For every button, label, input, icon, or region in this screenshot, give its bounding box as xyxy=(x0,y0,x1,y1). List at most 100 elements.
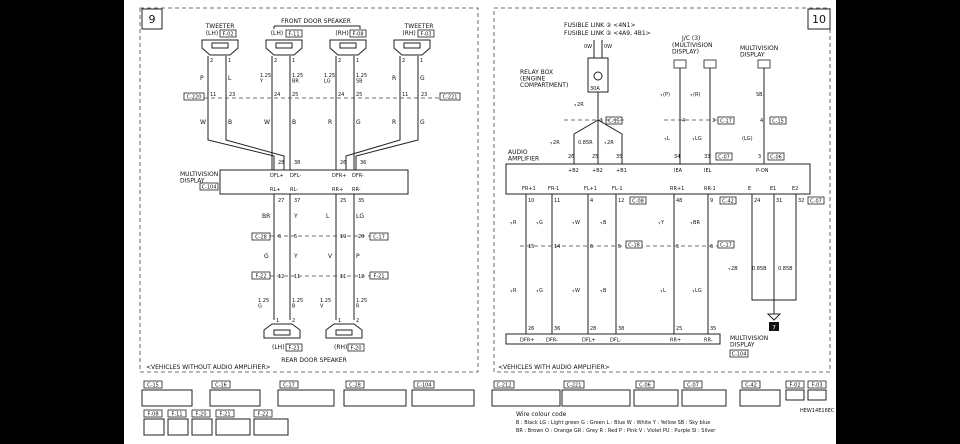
rear-color2-p: P xyxy=(356,253,360,260)
mvd-pin-26: 26 xyxy=(340,160,346,166)
rear-pin-37: 37 xyxy=(294,198,300,204)
fl-wire-2: 0W xyxy=(604,44,612,50)
wire-mid-1: B xyxy=(228,119,232,126)
wire-p: P xyxy=(200,75,204,82)
col2-wire-3: ⫟B xyxy=(600,288,607,294)
junction-c221: C-221 xyxy=(443,95,458,101)
jpin-5: 25 xyxy=(356,92,362,98)
jpin-0: 11 xyxy=(210,92,216,98)
rjb-pin-3: 12 xyxy=(358,274,364,280)
rear-color-y: Y xyxy=(293,213,298,220)
col1-wire-3: ⫟B xyxy=(600,220,607,226)
rds-pin-3: 2 xyxy=(356,318,359,324)
c18-conn: C-18 xyxy=(628,243,640,249)
rear-color2-g: G xyxy=(264,253,269,260)
legend-c07: C-07 xyxy=(687,383,699,389)
left-footer: <VEHICLES WITHOUT AUDIO AMPLIFIER> xyxy=(146,364,271,371)
mvd-pin-28: 28 xyxy=(278,160,284,166)
jrow-pin-5: 5 xyxy=(618,244,621,250)
col2-wire-2: ⫟W xyxy=(572,288,580,294)
c15-conn: C-15 xyxy=(608,119,620,125)
rear-junction-c28: C-28 xyxy=(255,235,267,241)
mvd-conn-c104: C-104 xyxy=(202,185,217,191)
rear-junction-c17: C-17 xyxy=(373,235,385,241)
mvd2-term-dfr-minus: DFR- xyxy=(546,338,558,344)
rds-pin-0: 1 xyxy=(276,318,279,324)
amp-term-fr-minus: FR-1 xyxy=(548,186,559,192)
mvd-term-rl-minus: RL- xyxy=(290,187,298,193)
jc-wire-l: ⫟L xyxy=(664,136,670,142)
mvd-bottom-box xyxy=(505,333,721,345)
wire-colour-line2: BR : Brown O : Orange GR : Grey R : Red … xyxy=(516,428,716,434)
amp-pin-33: 33 xyxy=(704,154,710,160)
amp-pin-4: 4 xyxy=(590,198,593,204)
mvd2-term-dfl-minus: DFL- xyxy=(610,338,621,344)
amp-pin-31: 31 xyxy=(776,198,782,204)
rja-pin-0: 6 xyxy=(278,234,281,240)
speaker-symbol-tweeter-lh xyxy=(201,39,239,56)
wire-l: L xyxy=(228,75,232,82)
pin-fds-rh-1: 1 xyxy=(356,58,359,64)
col2-wire-1: ⫟G xyxy=(536,288,543,294)
col2-wire-5: ⫟LG xyxy=(692,288,702,294)
legend-c06: C-06 xyxy=(639,383,651,389)
mvd2-pin-28: 28 xyxy=(590,326,596,332)
jpin-6: 11 xyxy=(402,92,408,98)
relay-amp: 30A xyxy=(590,86,600,92)
tweeter-rh-sub: (RH) xyxy=(402,30,415,37)
c07b-conn: C-07 xyxy=(810,199,822,205)
jrow-pin-15: 15 xyxy=(528,244,534,250)
panel-number-9: 9 xyxy=(149,13,156,26)
c17-conn: C-17 xyxy=(720,119,732,125)
rjb-pin-2: 11 xyxy=(340,274,346,280)
col1-wire-4: ⫟Y xyxy=(658,220,665,226)
amp-term-iel: IEL xyxy=(704,168,712,174)
rds-rh-conn: F-20 xyxy=(350,346,361,352)
speaker-symbol-rds-lh xyxy=(263,323,301,339)
fds-lh-label: (LH) xyxy=(271,30,284,37)
amp-term-fl-plus: FL+1 xyxy=(584,186,597,192)
mvd2-pin-26: 26 xyxy=(528,326,534,332)
mvd2-term-dfl-plus: DFL+ xyxy=(582,338,596,344)
col1-wire-2: ⫟W xyxy=(572,220,580,226)
speaker-symbol-tweeter-rh xyxy=(393,39,431,56)
rds-pin-2: 1 xyxy=(338,318,341,324)
mvd-pin-4: 4 xyxy=(760,118,763,124)
col1-wire-5: ⫟BR xyxy=(690,220,700,226)
legend-c17: C-17 xyxy=(283,383,295,389)
mvd-pin-36: 36 xyxy=(360,160,366,166)
mvd2-term-rr-minus: RR- xyxy=(704,338,713,344)
mvd-wire-lg: (LG) xyxy=(742,136,753,142)
mvd-bottom-conn: C-104 xyxy=(732,352,747,358)
mvd2-term-dfr-plus: DFR+ xyxy=(520,338,534,344)
pin-tw-rh-2: 2 xyxy=(402,58,405,64)
jc-pin-3: 3 xyxy=(712,118,715,124)
amp-wire-f2r-2: ⫟2R xyxy=(604,140,614,146)
mvd-term-dfl-plus: DFL+ xyxy=(270,173,284,179)
mvd2-pin-35: 35 xyxy=(710,326,716,332)
c07-conn: C-07 xyxy=(718,155,730,161)
amp-wire-f2r: ⫟2R xyxy=(550,140,560,146)
c42-conn: C-42 xyxy=(722,199,734,205)
wiring-diagram: 9 TWEETER (LH) F-02 FRONT DOOR SPEAKER (… xyxy=(139,7,835,436)
legend-c221: C-221 xyxy=(567,383,582,389)
col2-wire-4: ⫟L xyxy=(660,288,666,294)
legend-f03: F-03 xyxy=(811,383,822,389)
wire-mid-3: B xyxy=(292,119,296,126)
amp-term-pon: P-ON xyxy=(756,168,769,174)
audio-amplifier-box xyxy=(505,163,811,195)
legend-f08: F-08 xyxy=(147,412,158,418)
pin-fds-lh-2: 2 xyxy=(274,58,277,64)
jpin-7: 23 xyxy=(421,92,427,98)
tweeter-rh-label: TWEETER xyxy=(404,23,434,30)
rear-color-br: BR xyxy=(262,213,270,220)
legend-f11: F-11 xyxy=(171,412,182,418)
rear-junction-f21: F-21 xyxy=(373,274,384,280)
mvd-term-rl-plus: RL+ xyxy=(270,187,280,193)
mvd2-pin-36: 36 xyxy=(554,326,560,332)
jc-pin-4: 4 xyxy=(682,118,685,124)
